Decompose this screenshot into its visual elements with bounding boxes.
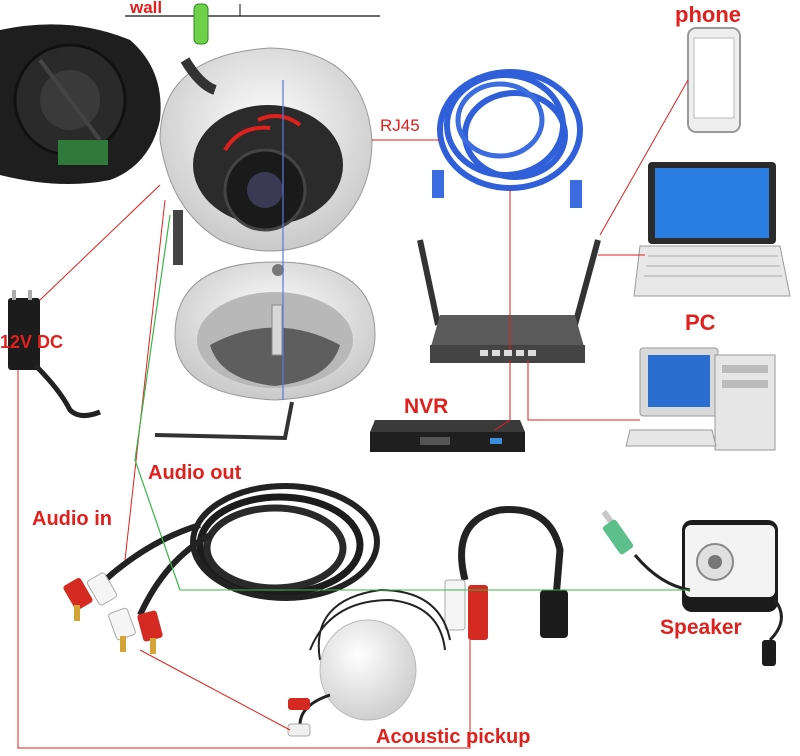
connection-wires [17,79,690,749]
label-rj45: RJ45 [380,116,420,135]
label-power: 12V DC [0,332,64,352]
label-audio-in: Audio in [32,508,112,530]
label-audio-out: Audio out [148,462,242,484]
rca-plugs [63,572,163,654]
phone-device [687,27,741,133]
rca-cable [103,483,380,617]
label-nvr: NVR [404,395,449,418]
label-phone: phone [675,2,741,27]
router-device [417,239,601,363]
hex-key [154,401,294,441]
nvr-device [370,420,525,452]
dome-cover [174,261,376,401]
label-wall: wall [130,0,163,17]
network-cable [432,69,583,208]
audio-jack-plug [601,509,691,592]
camera-internals-photo [0,24,161,184]
power-adapter [8,290,101,418]
laptop-device [633,162,791,297]
y-splitter-cable [444,506,568,640]
microphone-pickup [287,588,451,737]
dome-camera [159,47,373,265]
speaker-device [682,520,783,666]
label-pc: PC [685,310,716,335]
label-speaker: Speaker [660,616,742,639]
label-acoustic-pickup: Acoustic pickup [376,726,531,748]
desktop-pc [625,347,776,451]
wall-line [125,3,380,45]
